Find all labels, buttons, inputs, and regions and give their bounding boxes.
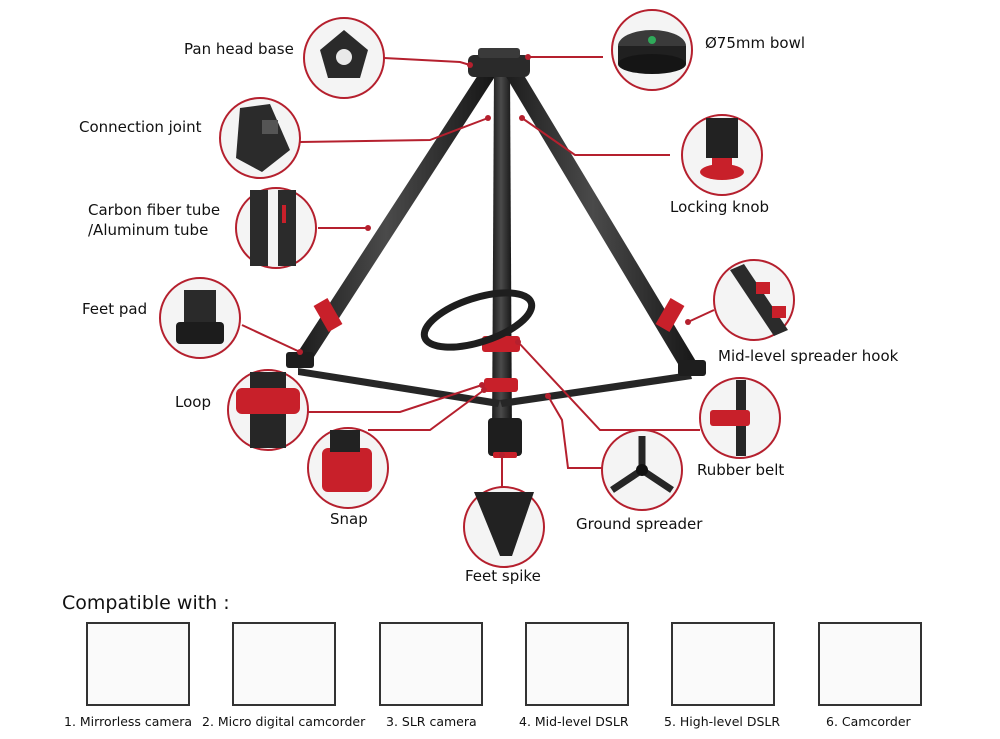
detail-feet-spike [463,486,545,568]
detail-ground-spreader [601,429,683,511]
tripod-legs [286,48,706,458]
thumb-camcorder [818,622,922,706]
label-tube-line1: Carbon fiber tube [88,201,221,219]
thumb-mid-level-dslr [525,622,629,706]
detail-bowl [611,9,693,91]
detail-rubber-belt [699,377,781,459]
detail-snap [307,427,389,509]
detail-locking-knob [681,114,763,196]
label-bowl: Ø75mm bowl [705,34,806,52]
label-mid-spreader-hook: Mid-level spreader hook [718,347,899,365]
callout-lines [241,56,715,487]
detail-tube [235,187,317,269]
caption-slr-camera: 3. SLR camera [386,714,477,729]
detail-pan-head-base [303,17,385,99]
label-connection-joint: Connection joint [79,118,202,136]
thumb-micro-camcorder [232,622,336,706]
thumb-slr-camera [379,622,483,706]
caption-camcorder: 6. Camcorder [826,714,911,729]
thumb-mirrorless-camera [86,622,190,706]
detail-connection-joint [219,97,301,179]
label-feet-spike: Feet spike [465,567,541,585]
label-snap: Snap [330,510,368,528]
caption-high-level-dslr: 5. High-level DSLR [664,714,781,729]
detail-feet-pad [159,277,241,359]
caption-micro-camcorder: 2. Micro digital camcorder [202,714,366,729]
detail-mid-spreader-hook [713,259,795,341]
label-feet-pad: Feet pad [82,300,148,318]
detail-loop [227,369,309,451]
thumb-high-level-dslr [671,622,775,706]
label-rubber-belt: Rubber belt [697,461,785,479]
label-locking-knob: Locking knob [670,198,770,216]
compatible-heading: Compatible with : [62,592,230,614]
callout-dots [297,54,691,458]
label-loop: Loop [175,393,211,411]
caption-mid-level-dslr: 4. Mid-level DSLR [519,714,629,729]
label-ground-spreader: Ground spreader [576,515,703,533]
label-pan-head-base: Pan head base [184,40,294,58]
label-tube-line2: /Aluminum tube [88,221,209,239]
caption-mirrorless-camera: 1. Mirrorless camera [64,714,193,729]
